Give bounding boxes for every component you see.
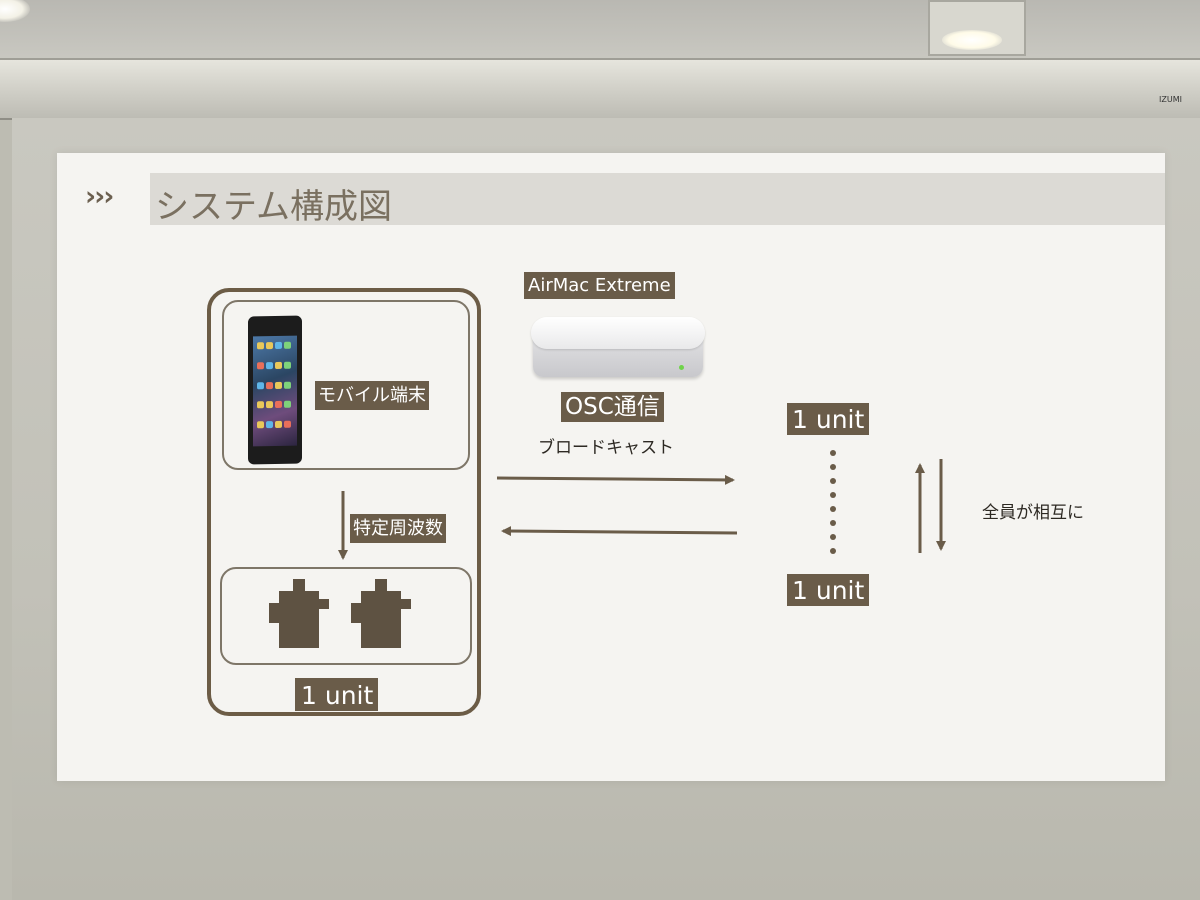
slide-title: システム構成図 [155,187,392,227]
unit-label-bottom: 1 unit [787,574,870,606]
unit-continuation-dots [830,450,836,554]
mobile-device-box [222,300,470,470]
servo-motor-icon [269,579,329,648]
unit-frame [207,288,481,716]
slide: ››› システム構成図 [57,153,1165,781]
unit-label-top: 1 unit [787,403,870,435]
ceiling-light-right [928,0,1026,56]
projector-screen-housing: IZUMI [0,58,1200,120]
unit-label-left: 1 unit [295,678,379,711]
ceiling-light-left [0,0,30,22]
wifi-router-icon [531,317,705,381]
mobile-device-label: モバイル端末 [315,381,429,410]
title-bar [150,173,1165,225]
diagram-connectors [269,450,946,648]
broadcast-label: ブロードキャスト [538,438,674,458]
router-led [679,365,684,370]
router-label: AirMac Extreme [524,272,675,299]
broadcast-arrow-in [501,526,738,537]
projector-brand: IZUMI [1159,95,1182,104]
broadcast-arrow-out [496,474,735,485]
servo-motor-icon-2 [351,579,411,648]
frequency-label: 特定周波数 [350,514,446,543]
router-top [531,317,705,349]
mutual-label: 全員が相互に [982,503,1084,523]
title-marker-icon: ››› [85,181,114,212]
ceiling [0,0,1200,60]
servo-box [220,567,472,665]
ceiling-light-bulb [942,30,1002,50]
protocol-label: OSC通信 [561,392,664,422]
